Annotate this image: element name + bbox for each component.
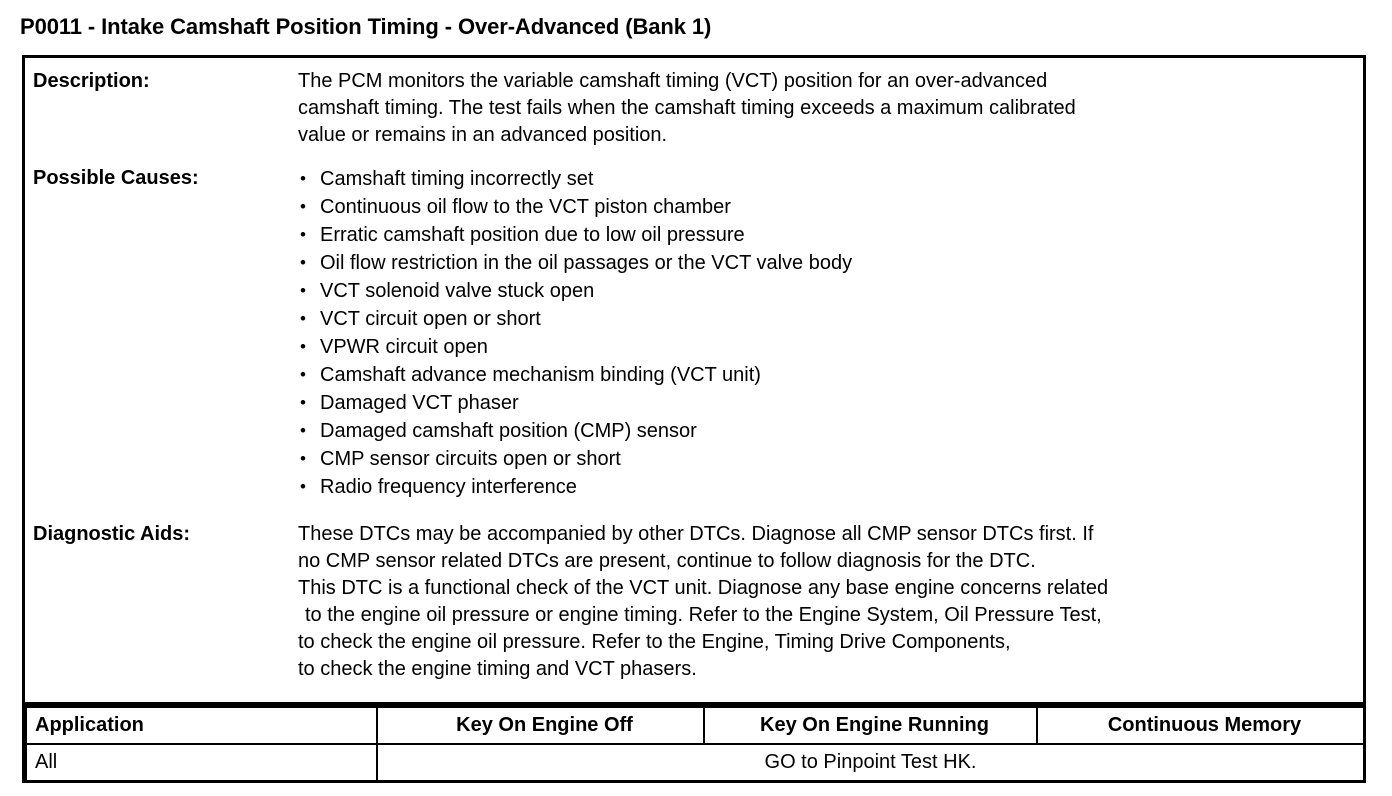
- list-item: VCT solenoid valve stuck open: [298, 277, 1349, 305]
- cell-action: GO to Pinpoint Test HK.: [376, 743, 1365, 782]
- list-item: Camshaft advance mechanism binding (VCT …: [298, 361, 1349, 389]
- cell-application: All: [25, 743, 378, 782]
- diagnostic-aids-line: to check the engine timing and VCT phase…: [298, 658, 697, 680]
- list-item: CMP sensor circuits open or short: [298, 445, 1349, 473]
- description-line: camshaft timing. The test fails when the…: [298, 97, 1076, 119]
- diagnostic-aids-line: These DTCs may be accompanied by other D…: [298, 523, 1094, 545]
- possible-causes-row: Possible Causes: Camshaft timing incorre…: [25, 149, 1363, 501]
- possible-causes-list: Camshaft timing incorrectly set Continuo…: [298, 165, 1349, 501]
- description-text: The PCM monitors the variable camshaft t…: [298, 68, 1363, 149]
- description-row: Description: The PCM monitors the variab…: [25, 58, 1363, 149]
- list-item: VCT circuit open or short: [298, 305, 1349, 333]
- diagnostic-aids-row: Diagnostic Aids: These DTCs may be accom…: [25, 501, 1363, 683]
- diagnostic-aids-line: to the engine oil pressure or engine tim…: [305, 604, 1102, 626]
- list-item: Radio frequency interference: [298, 473, 1349, 501]
- diagnostic-aids-text: These DTCs may be accompanied by other D…: [298, 521, 1363, 683]
- description-line: value or remains in an advanced position…: [298, 124, 668, 146]
- description-label: Description:: [33, 70, 150, 92]
- list-item: VPWR circuit open: [298, 333, 1349, 361]
- dtc-content-region: Description: The PCM monitors the variab…: [25, 58, 1363, 702]
- list-item: Damaged VCT phaser: [298, 389, 1349, 417]
- list-item: Camshaft timing incorrectly set: [298, 165, 1349, 193]
- page-title: P0011 - Intake Camshaft Position Timing …: [20, 14, 712, 39]
- table-header-row: Application Key On Engine Off Key On Eng…: [25, 706, 1365, 745]
- table-row: All GO to Pinpoint Test HK.: [25, 743, 1365, 782]
- column-header-key-on-engine-off: Key On Engine Off: [376, 706, 705, 745]
- diagnostic-aids-label: Diagnostic Aids:: [33, 523, 191, 545]
- description-line: The PCM monitors the variable camshaft t…: [298, 70, 1048, 92]
- possible-causes-text: Camshaft timing incorrectly set Continuo…: [298, 165, 1363, 501]
- column-header-key-on-engine-running: Key On Engine Running: [703, 706, 1038, 745]
- list-item: Oil flow restriction in the oil passages…: [298, 249, 1349, 277]
- diagnostic-aids-line: to check the engine oil pressure. Refer …: [298, 631, 1011, 653]
- list-item: Damaged camshaft position (CMP) sensor: [298, 417, 1349, 445]
- dtc-detail-frame: Description: The PCM monitors the variab…: [22, 55, 1366, 783]
- table-divider: [25, 702, 1363, 706]
- diagnostic-aids-line: no CMP sensor related DTCs are present, …: [298, 550, 1036, 572]
- diagnostic-aids-line: This DTC is a functional check of the VC…: [298, 577, 1109, 599]
- diagnostic-result-table: Application Key On Engine Off Key On Eng…: [25, 706, 1365, 782]
- list-item: Erratic camshaft position due to low oil…: [298, 221, 1349, 249]
- list-item: Continuous oil flow to the VCT piston ch…: [298, 193, 1349, 221]
- column-header-application: Application: [25, 706, 378, 745]
- possible-causes-label: Possible Causes:: [33, 167, 199, 189]
- column-header-continuous-memory: Continuous Memory: [1036, 706, 1365, 745]
